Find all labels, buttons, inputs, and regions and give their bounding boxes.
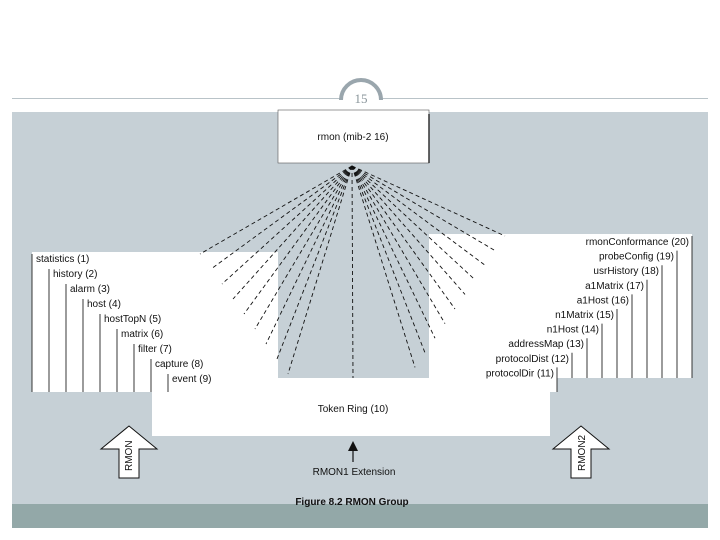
root-label: rmon (mib-2 16) (317, 132, 388, 143)
fan-line (351, 165, 446, 324)
rmon2-group-label: addressMap (13) (508, 339, 584, 350)
fan-line (254, 165, 353, 330)
fan-line (351, 165, 354, 379)
rmon1-group-label: history (2) (53, 269, 97, 280)
fan-line (351, 165, 416, 368)
header-rule-left (12, 98, 340, 99)
rmon2-group-label: a1Host (16) (577, 295, 629, 306)
fan-line (265, 165, 353, 345)
rmon-arrow-label: RMON (124, 440, 135, 471)
rmon1-group-labels: statistics (1) history (2) alarm (3) host (… (36, 254, 211, 385)
rmon1-group-label: host (4) (87, 299, 121, 310)
fan-line (199, 165, 353, 255)
rmon2-group-labels: rmonConformance (20) probeConfig (19) usrH… (486, 237, 689, 379)
page-number: 15 (354, 91, 368, 106)
rmon2-step-base (429, 408, 525, 436)
extension-arrow-head (348, 441, 358, 451)
rmon2-group-label: rmonConformance (20) (586, 237, 689, 248)
rmon2-group-label: protocolDist (12) (496, 354, 569, 365)
token-ring-label: Token Ring (10) (318, 404, 389, 415)
rmon1-group-label: matrix (6) (121, 329, 163, 340)
rmon2-arrow-label: RMON2 (577, 434, 588, 471)
rmon2-group-label: protocolDir (11) (486, 368, 554, 379)
fan-line (351, 165, 496, 251)
fan-line (351, 165, 476, 281)
header-rule-right (382, 98, 708, 99)
rmon1-group-label: capture (8) (155, 359, 203, 370)
rmon-arrow (99, 425, 159, 479)
rmon2-staircase (429, 234, 693, 436)
fan-line (221, 165, 353, 285)
fan-line (351, 165, 426, 353)
rmon2-group-label: usrHistory (18) (593, 266, 659, 277)
rmon2-group-label: n1Matrix (15) (555, 310, 614, 321)
rmon1-group-label: event (9) (172, 374, 211, 385)
fan-line (243, 165, 353, 315)
rmon1-group-label: alarm (3) (70, 284, 110, 295)
fan-line (351, 165, 466, 295)
rmon1-step-base (165, 408, 278, 436)
rmon2-group-label: a1Matrix (17) (585, 281, 644, 292)
fan-line (276, 165, 353, 360)
figure-caption: Figure 8.2 RMON Group (295, 497, 408, 508)
token-ring-box (278, 378, 429, 436)
fan-line (232, 165, 353, 300)
fan-line (210, 165, 353, 270)
rmon1-group-label: filter (7) (138, 344, 172, 355)
footer-band (12, 504, 708, 528)
fan-line (351, 165, 436, 339)
rmon2-group-label: n1Host (14) (547, 325, 599, 336)
rmon2-group-label: probeConfig (19) (599, 252, 674, 263)
rmon1-group-label: statistics (1) (36, 254, 89, 265)
fan-line (351, 165, 486, 266)
fan-line (351, 165, 456, 310)
fan-line (287, 165, 353, 375)
rmon1-staircase (31, 252, 278, 436)
fan-lines (199, 165, 506, 379)
rmon1-group-label: hostTopN (5) (104, 314, 161, 325)
fan-line (351, 165, 506, 237)
rmon2-arrow (551, 425, 611, 479)
extension-label: RMON1 Extension (313, 467, 396, 478)
